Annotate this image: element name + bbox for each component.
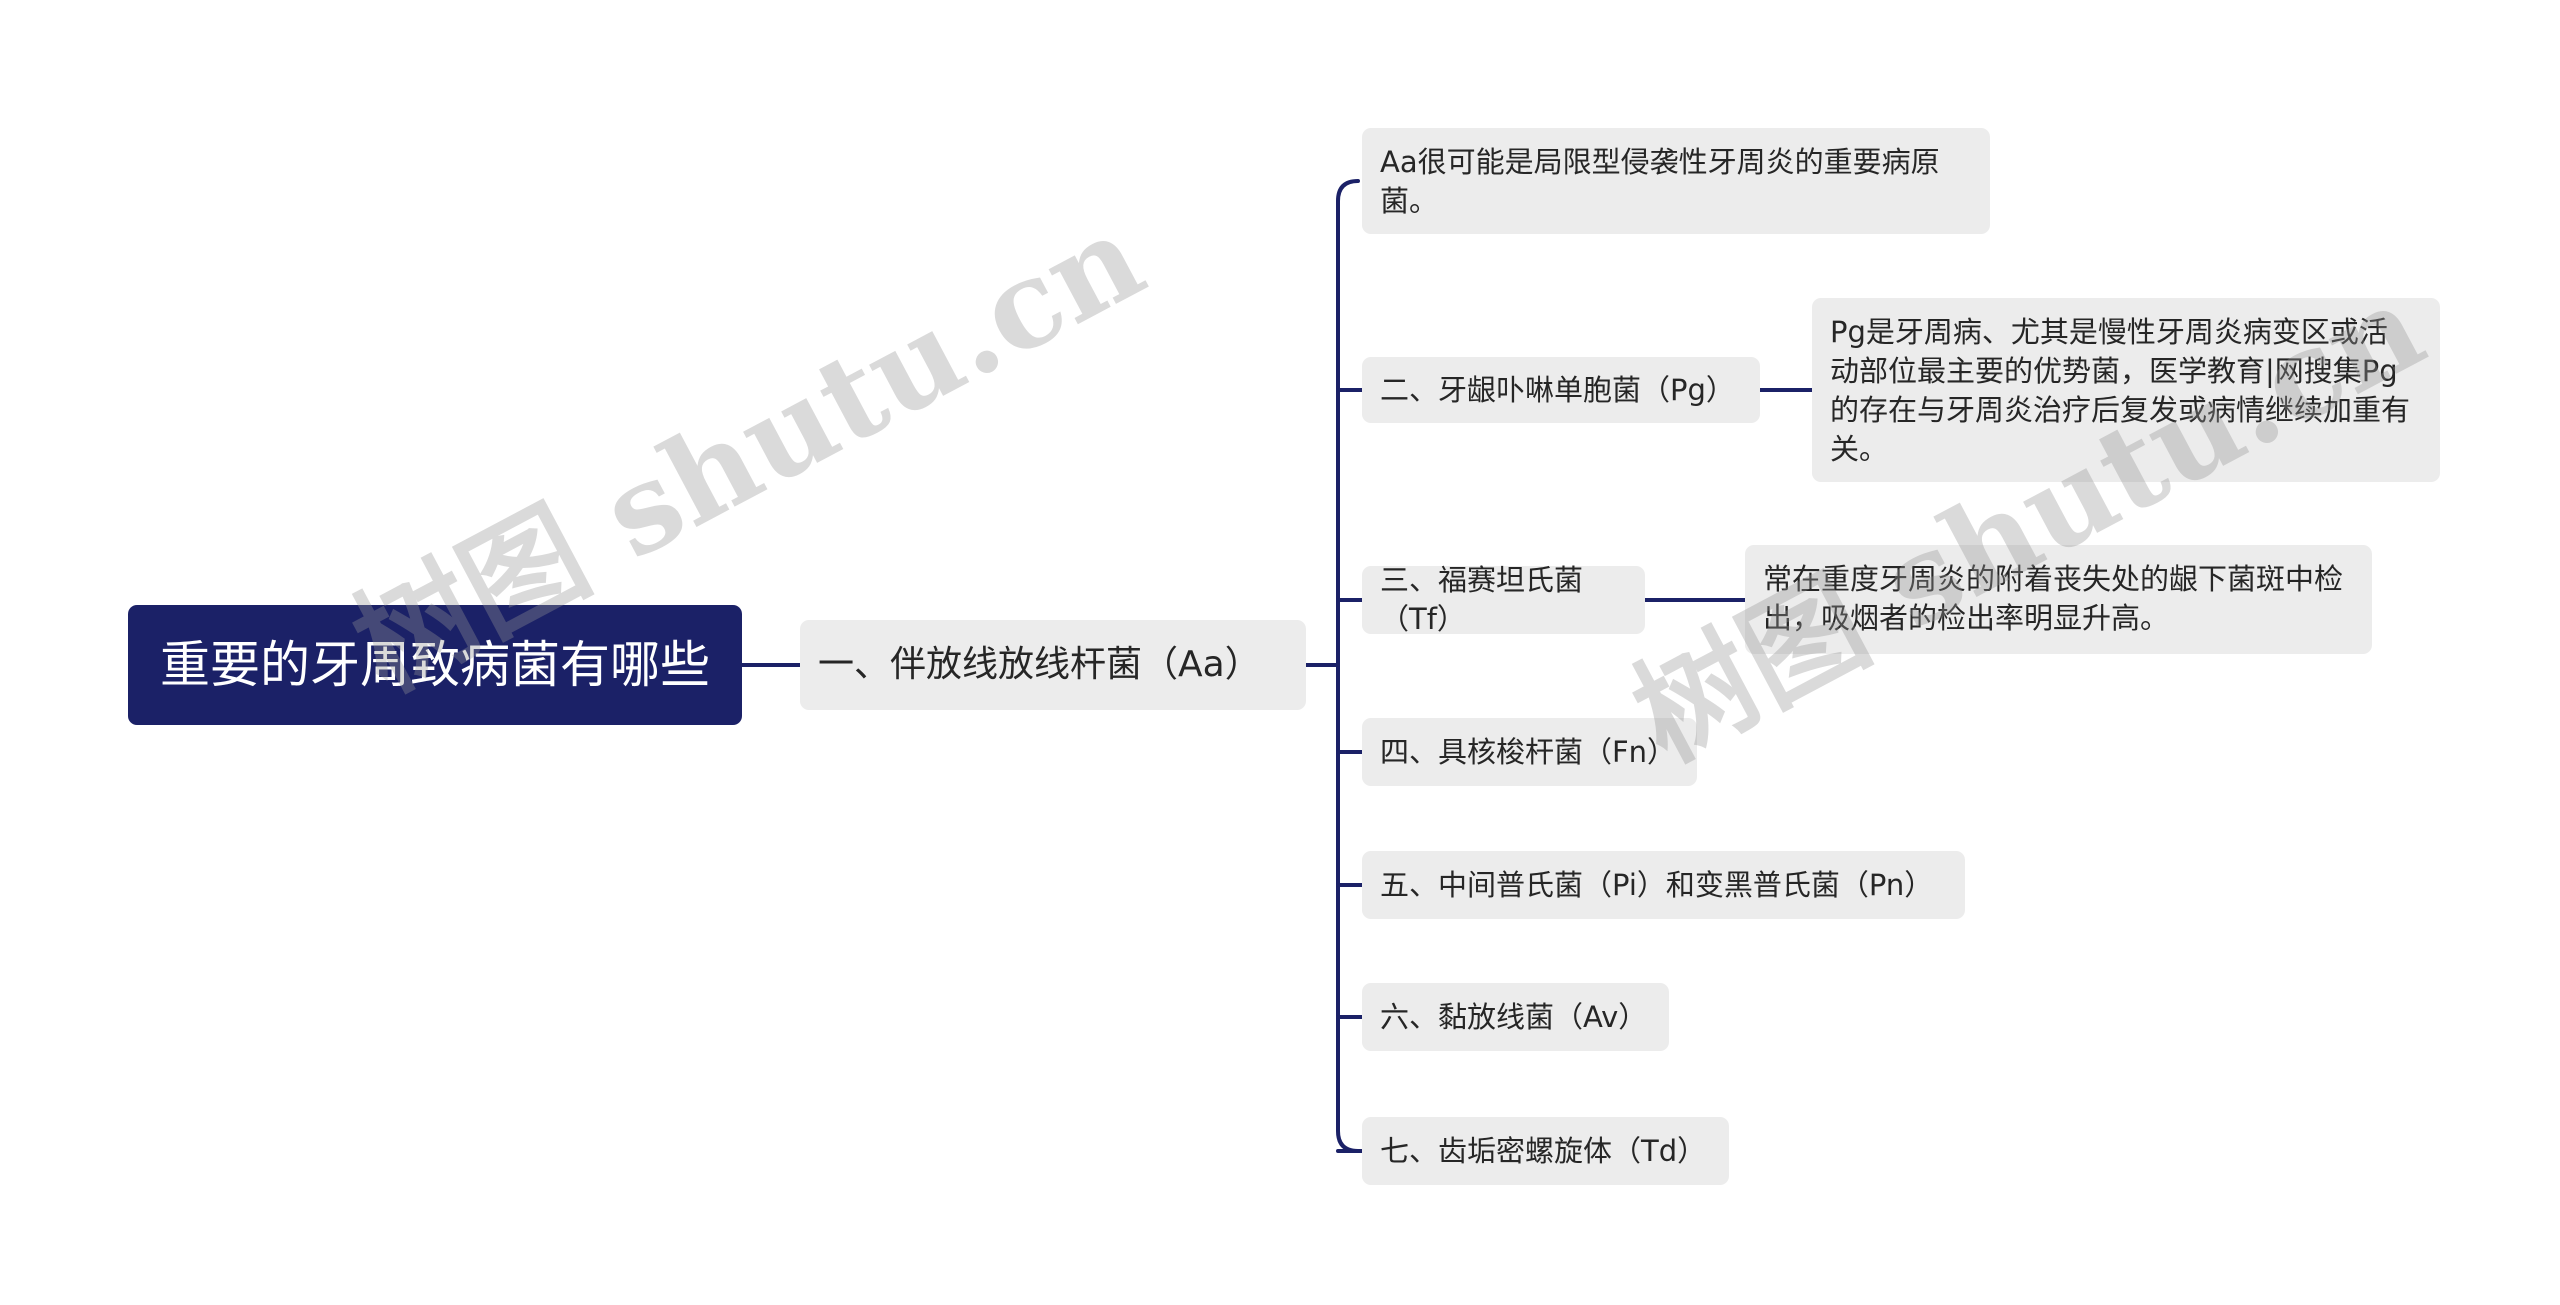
child-node-pi-pn[interactable]: 五、中间普氏菌（Pi）和变黑普氏菌（Pn） [1362,851,1965,919]
child-node-tf[interactable]: 三、福赛坦氏菌（Tf） [1362,563,1645,636]
root-topic[interactable]: 重要的牙周致病菌有哪些 [128,605,742,725]
connector-spine [1336,179,1360,1153]
child-node-aa-note[interactable]: Aa很可能是局限型侵袭性牙周炎的重要病原 菌。 [1362,128,1990,234]
child-node-av[interactable]: 六、黏放线菌（Av） [1362,983,1669,1051]
detail-node-tf[interactable]: 常在重度牙周炎的附着丧失处的龈下菌斑中检 出，吸烟者的检出率明显升高。 [1745,545,2372,654]
detail-node-pg[interactable]: Pg是牙周病、尤其是慢性牙周炎病变区或活 动部位最主要的优势菌，医学教育|网搜集… [1812,298,2440,482]
child-node-td[interactable]: 七、齿垢密螺旋体（Td） [1362,1117,1729,1185]
child-node-pg[interactable]: 二、牙龈卟啉单胞菌（Pg） [1362,357,1760,423]
main-branch-node[interactable]: 一、伴放线放线杆菌（Aa） [800,620,1306,710]
child-node-fn[interactable]: 四、具核梭杆菌（Fn） [1362,718,1697,786]
